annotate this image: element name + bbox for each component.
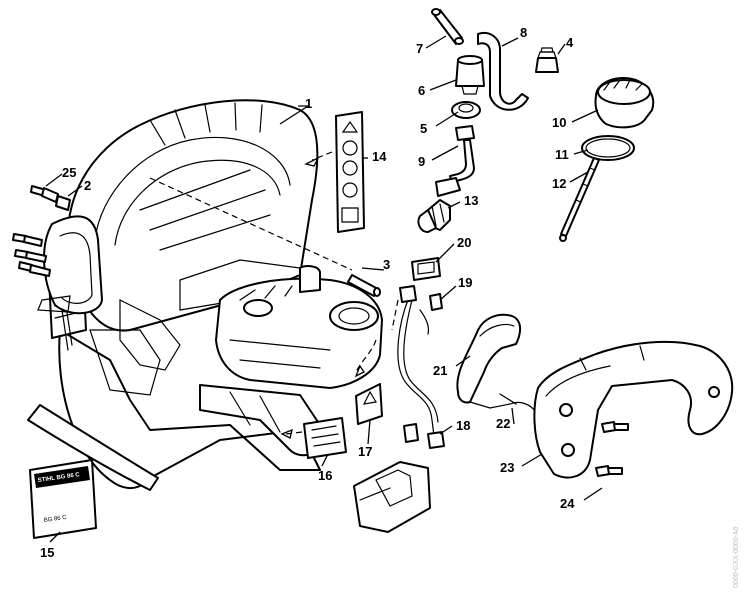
label-2: 2 [84,178,91,193]
leader-lines [45,35,603,543]
tank-vent-4[interactable] [535,47,559,73]
fuel-hose-8[interactable] [477,32,529,111]
rear-handle-23[interactable] [533,340,734,479]
label-6: 6 [418,83,425,98]
screw-24b[interactable] [595,465,623,477]
grommet-5[interactable] [451,101,481,119]
screw-left-2[interactable] [14,249,47,263]
arrow-14 [304,156,320,167]
decal-model-text: BG 86 C [43,515,67,524]
arrow-16 [280,428,293,439]
label-25: 25 [62,165,76,180]
spacer-2[interactable] [55,195,71,211]
o-ring-11[interactable] [581,135,635,161]
torsion-spring-22[interactable] [469,393,537,413]
decal-16[interactable] [303,417,347,459]
label-3: 3 [383,257,390,272]
screw-24a[interactable] [601,421,629,433]
label-15: 15 [40,545,54,560]
ignition-module[interactable] [353,461,431,533]
tank-cap-10[interactable] [594,77,655,129]
label-4: 4 [566,35,574,50]
label-5: 5 [420,121,427,136]
label-19: 19 [458,275,472,290]
label-10: 10 [552,115,566,130]
arrow-17 [354,364,365,378]
label-24: 24 [560,496,575,511]
label-8: 8 [520,25,527,40]
label-21: 21 [433,363,447,378]
fuel-tank-shell[interactable] [215,265,383,389]
screw-left-1[interactable] [12,233,43,247]
label-1: 1 [305,96,312,111]
label-22: 22 [496,416,510,431]
label-23: 23 [500,460,514,475]
strap-12[interactable] [559,157,600,242]
label-14: 14 [372,149,387,164]
side-cover-plate[interactable] [37,215,103,315]
model-decal-15[interactable]: STIHL BG 86 C BG 86 C [29,459,97,539]
suction-hose-9[interactable] [435,125,475,197]
pickup-body-6[interactable] [455,55,485,95]
label-17: 17 [358,444,372,459]
terminal-19[interactable] [429,293,443,311]
warning-decal-14[interactable] [335,111,365,233]
decal-brand-text: STIHL BG 86 C [37,472,80,484]
fitting-7[interactable] [431,8,464,45]
label-7: 7 [416,41,423,56]
label-11: 11 [555,147,569,162]
label-9: 9 [418,154,425,169]
screw-left-3[interactable] [18,261,51,277]
warning-label-17[interactable] [355,383,383,425]
wiring-harness-18[interactable] [397,285,445,449]
screw-25[interactable] [30,185,59,203]
watermark-code: 0000-GXX-0000-A0 [733,526,740,588]
label-13: 13 [464,193,478,208]
label-12: 12 [552,176,566,191]
fuel-filter-13[interactable] [417,199,451,233]
assembly-guidelines [149,151,399,435]
switch-20[interactable] [411,257,441,281]
label-16: 16 [318,468,332,483]
pin-3[interactable] [347,274,381,297]
label-18: 18 [456,418,470,433]
label-20: 20 [457,235,471,250]
